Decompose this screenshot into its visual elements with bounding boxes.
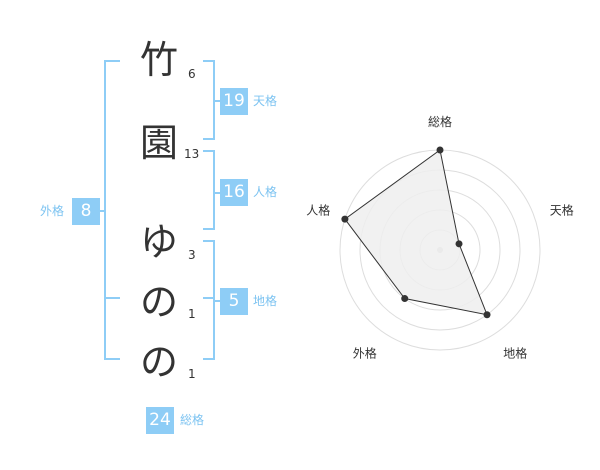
- radar-point-5: [341, 215, 349, 223]
- tenkaku-bracket-connector: [213, 100, 221, 102]
- radar-axis-label-5: 人格: [306, 202, 330, 217]
- gaikaku-bracket-connector: [96, 210, 106, 212]
- stroke-count-4: 1: [188, 307, 196, 321]
- stroke-count-2: 13: [184, 147, 200, 161]
- gaikaku-label: 外格: [40, 204, 65, 218]
- soukaku-value-badge: 24: [146, 407, 174, 434]
- name-char-3: ゆ: [140, 220, 179, 264]
- radar-axis-label-1: 総格: [428, 114, 452, 129]
- radar-axis-label-3: 地格: [503, 346, 527, 361]
- radar-series-polygon: [344, 149, 488, 316]
- stroke-count-3: 3: [188, 248, 196, 262]
- name-char-2: 園: [140, 121, 179, 165]
- stroke-count-5: 1: [188, 367, 196, 381]
- stroke-count-1: 6: [188, 67, 196, 81]
- name-char-1: 竹: [140, 38, 179, 82]
- jinkaku-bracket-connector: [213, 192, 221, 194]
- name-char-5: の: [140, 340, 179, 384]
- radar-point-1: [436, 146, 444, 154]
- chikaku-label: 地格: [253, 294, 278, 308]
- radar-point-4: [401, 295, 409, 303]
- gaikaku-bracket-tick: [104, 297, 120, 299]
- radar-axis-label-4: 外格: [353, 346, 377, 361]
- tenkaku-label: 天格: [253, 94, 278, 108]
- radar-axis-label-2: 天格: [550, 202, 574, 217]
- name-char-4: の: [140, 280, 179, 324]
- chikaku-bracket-connector: [213, 300, 221, 302]
- tenkaku-value-badge: 19: [220, 88, 248, 115]
- radar-point-3: [483, 311, 491, 319]
- chikaku-bracket-tick: [203, 297, 215, 299]
- soukaku-label: 総格: [180, 413, 205, 427]
- radar-point-2: [455, 240, 463, 248]
- gaikaku-value-badge: 8: [72, 198, 100, 225]
- chikaku-value-badge: 5: [220, 288, 248, 315]
- jinkaku-value-badge: 16: [220, 179, 248, 206]
- jinkaku-label: 人格: [253, 185, 278, 199]
- jinkaku-bracket: [203, 150, 215, 230]
